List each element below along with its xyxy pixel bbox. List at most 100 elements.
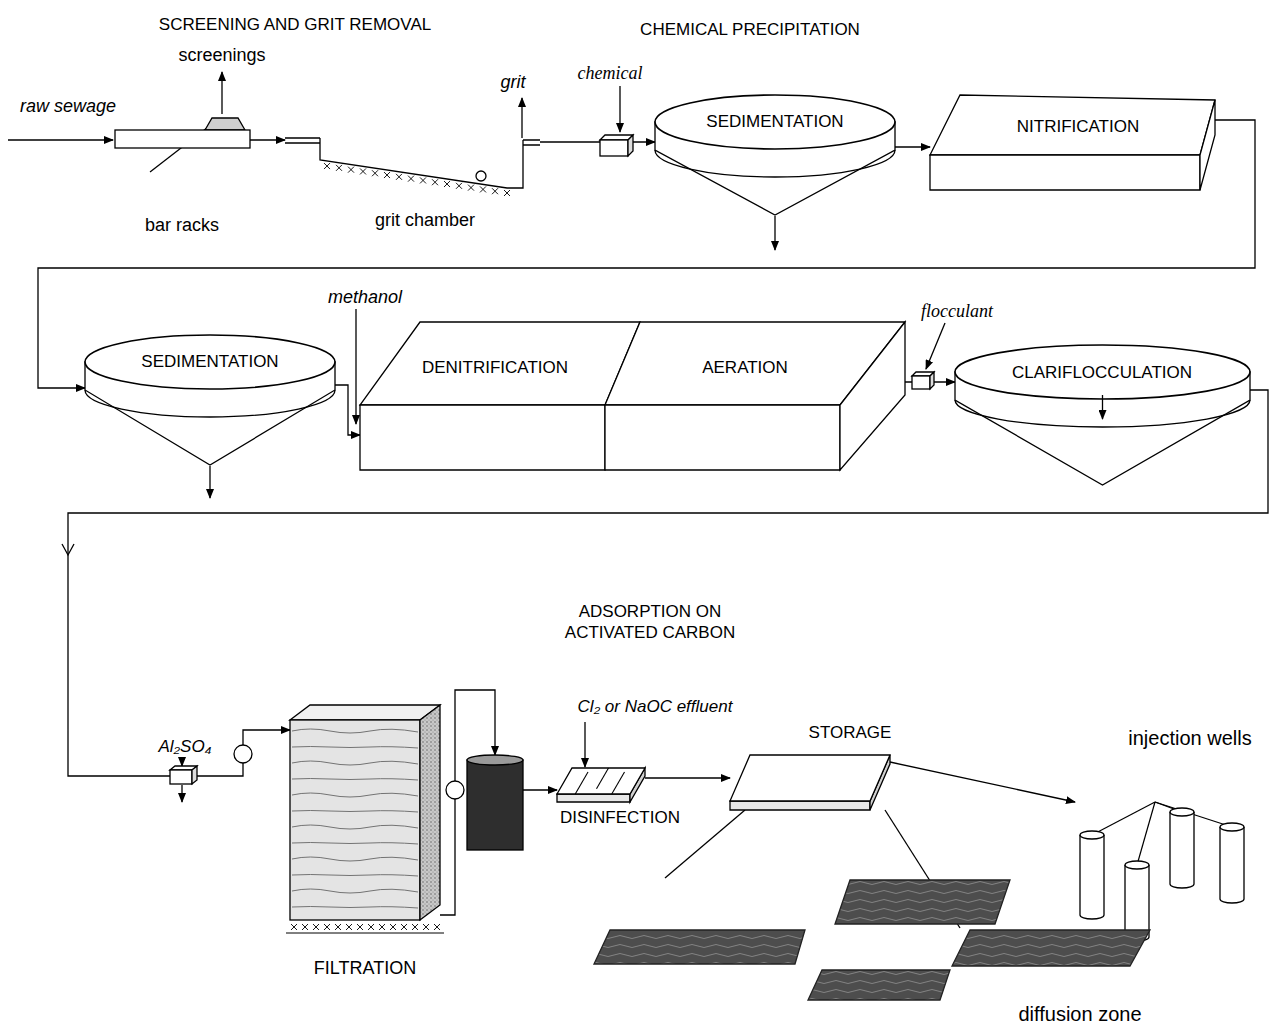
shape-face bbox=[1200, 100, 1215, 190]
flow-connector bbox=[250, 139, 285, 140]
media-layer bbox=[292, 761, 418, 765]
carbon-column: ADSORPTION ON ACTIVATED CARBON bbox=[467, 755, 523, 850]
ground-mark bbox=[444, 181, 450, 187]
storage-tank: STORAGE bbox=[730, 755, 890, 810]
ground-mark bbox=[434, 924, 440, 930]
dosing-arrow bbox=[619, 86, 620, 132]
node-label: CLARIFLOCCULATION bbox=[1012, 362, 1192, 383]
contact-tank: DISINFECTION bbox=[557, 768, 645, 802]
well-casing bbox=[1220, 823, 1244, 903]
ground-mark bbox=[302, 924, 308, 930]
basin-slab: AERATION bbox=[605, 322, 905, 470]
annotation-label: methanol bbox=[328, 287, 402, 308]
media-layer bbox=[292, 729, 418, 733]
sludge-arrow bbox=[774, 216, 775, 250]
flow-connector bbox=[890, 762, 1075, 802]
ground-mark bbox=[336, 165, 342, 171]
well-casing bbox=[1125, 861, 1149, 941]
shape-face bbox=[557, 794, 630, 802]
well-group: injection wells bbox=[1075, 790, 1250, 940]
tank-top bbox=[85, 335, 335, 389]
shape-face bbox=[557, 768, 645, 794]
flow-chevron bbox=[62, 544, 74, 555]
ground-mark bbox=[480, 186, 486, 192]
node-label: bar racks bbox=[145, 214, 219, 237]
dosing-arrow bbox=[355, 309, 356, 424]
grit-arrow bbox=[521, 98, 522, 138]
dosing-box bbox=[628, 135, 633, 156]
chamber-outline bbox=[285, 138, 540, 196]
ground-mark bbox=[335, 924, 341, 930]
screenings-arrow bbox=[221, 72, 222, 114]
media-layer bbox=[292, 811, 418, 813]
dosing-arrow bbox=[926, 323, 945, 369]
ground-mark bbox=[468, 185, 474, 191]
dosing-box bbox=[192, 766, 197, 784]
node-shape bbox=[467, 755, 523, 850]
tank-top bbox=[955, 345, 1250, 399]
node-shape bbox=[605, 322, 905, 470]
well-top bbox=[1125, 861, 1149, 869]
diffusion-patch bbox=[952, 930, 1150, 966]
ground-mark bbox=[360, 168, 366, 174]
tank-rim bbox=[85, 390, 335, 417]
flow-connector bbox=[895, 146, 930, 147]
node-label: DISINFECTION bbox=[560, 807, 680, 828]
ground-mark bbox=[368, 924, 374, 930]
feed-pipe bbox=[1137, 802, 1155, 865]
ground-mark bbox=[313, 924, 319, 930]
filter-front bbox=[290, 720, 420, 920]
ground-mark bbox=[412, 924, 418, 930]
media-layer bbox=[292, 793, 418, 797]
annotation-label: grit bbox=[500, 72, 525, 93]
sludge-arrow bbox=[209, 466, 210, 498]
clarifier-tank: SEDIMENTATION bbox=[85, 335, 335, 465]
ground-mark bbox=[390, 924, 396, 930]
media-layer bbox=[292, 843, 418, 845]
dosing-box bbox=[170, 770, 192, 784]
shape-face bbox=[360, 405, 605, 470]
dosing-box bbox=[912, 376, 930, 389]
tank-top bbox=[655, 95, 895, 149]
ground-mark bbox=[379, 924, 385, 930]
node-label: ADSORPTION ON ACTIVATED CARBON bbox=[540, 601, 760, 644]
clarifier-tank: SEDIMENTATION bbox=[655, 95, 895, 215]
shape-face bbox=[420, 705, 440, 920]
ground-mark bbox=[357, 924, 363, 930]
ground-mark bbox=[504, 190, 510, 196]
node-shape bbox=[590, 878, 1160, 1000]
dosing-box bbox=[600, 140, 628, 156]
annotation-label: Cl₂ or NaOC effluent bbox=[578, 697, 733, 717]
shape-face bbox=[605, 405, 840, 470]
diffusion-patch bbox=[808, 970, 950, 1000]
shape-face bbox=[730, 755, 890, 801]
baffle bbox=[612, 772, 625, 794]
ground-mark bbox=[372, 170, 378, 176]
annotation-label: screenings bbox=[178, 45, 265, 66]
annotation-label: Al₂SO₄ bbox=[159, 737, 212, 757]
node-shape bbox=[360, 322, 605, 470]
clarifier-tank: CLARIFLOCCULATION bbox=[955, 345, 1250, 485]
node-shape bbox=[730, 755, 890, 810]
ground-mark bbox=[291, 924, 297, 930]
shape-face bbox=[730, 801, 870, 810]
ground-mark bbox=[420, 177, 426, 183]
pump-symbol bbox=[234, 745, 252, 763]
annotation-label: CHEMICAL PRECIPITATION bbox=[640, 20, 860, 40]
well-top bbox=[1170, 808, 1194, 816]
node-shape bbox=[285, 136, 540, 194]
well-top bbox=[1220, 823, 1244, 831]
basin-slab: NITRIFICATION bbox=[930, 95, 1215, 190]
node-shape bbox=[930, 95, 1215, 190]
ground-mark bbox=[456, 183, 462, 189]
column-top bbox=[467, 755, 523, 765]
outlet-pipe bbox=[523, 140, 540, 145]
shape-face bbox=[930, 155, 1200, 190]
basin-slab: DENITRIFICATION bbox=[360, 322, 605, 470]
ground-mark bbox=[408, 176, 414, 182]
grit-collector bbox=[476, 171, 486, 181]
well-body bbox=[1080, 835, 1104, 919]
screenings-pile bbox=[205, 118, 245, 130]
